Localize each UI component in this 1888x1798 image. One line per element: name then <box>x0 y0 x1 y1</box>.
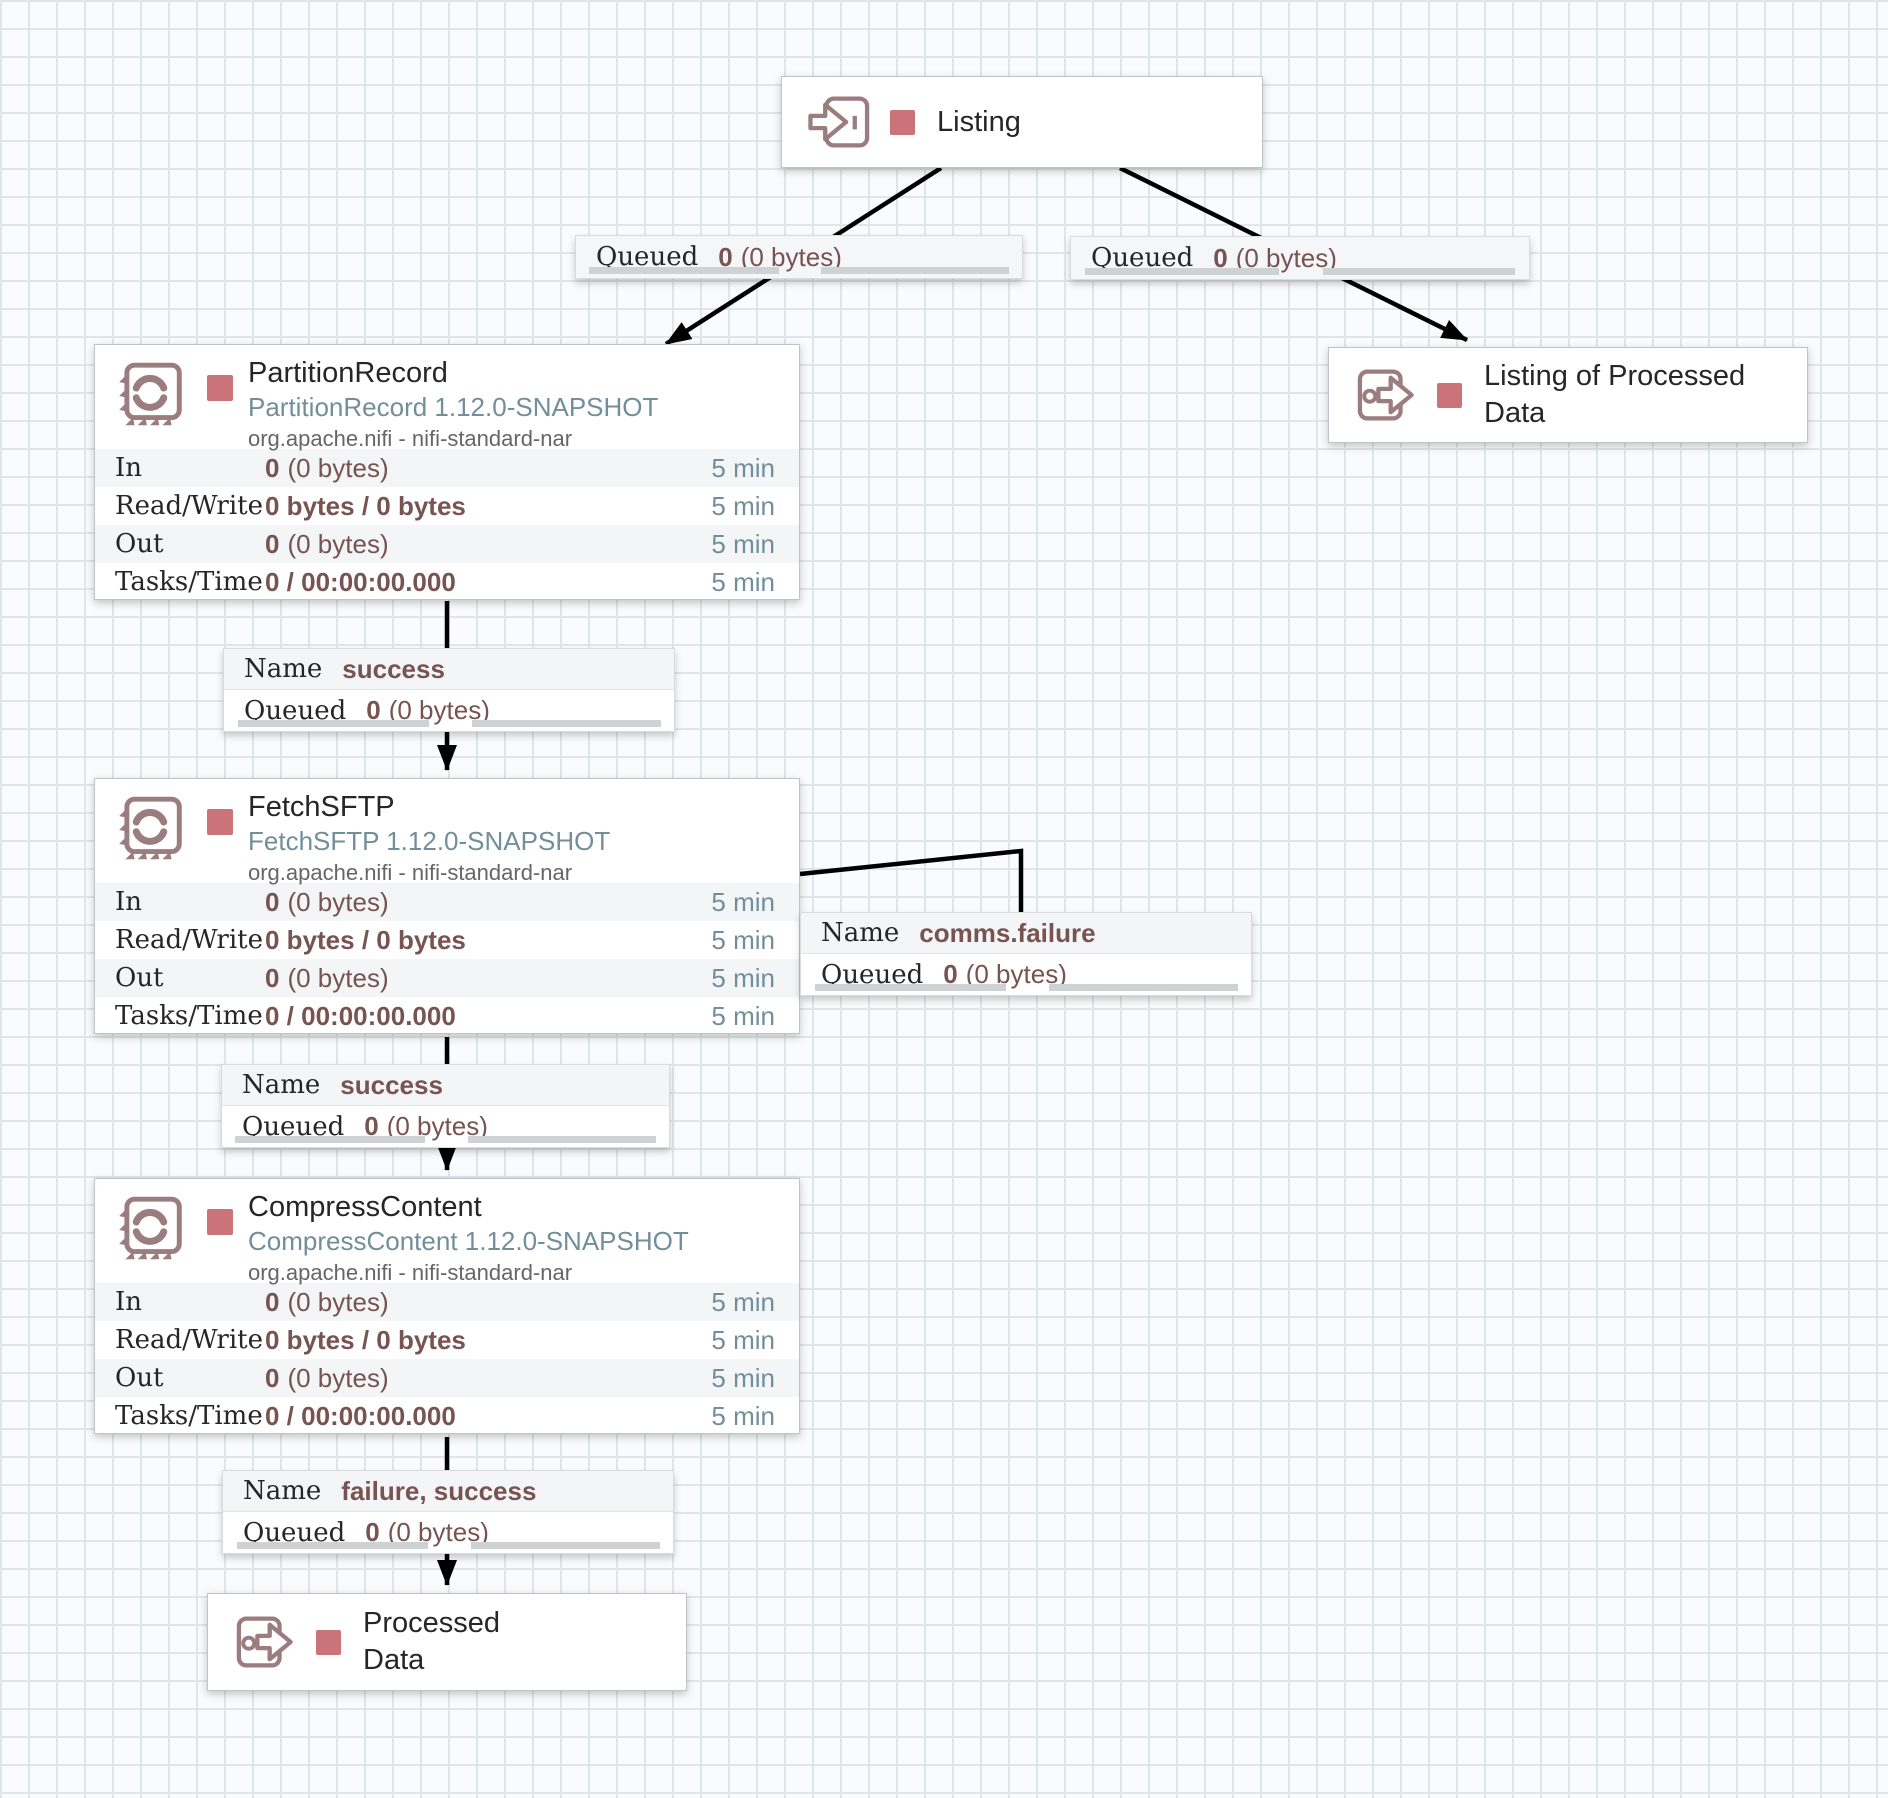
queued-count: 0 <box>364 1111 379 1141</box>
queue-count-bar <box>814 984 1006 991</box>
queued-count: 0 <box>1213 242 1228 273</box>
processor-icon <box>119 796 182 860</box>
connection-label-listing-to-partitionrecord[interactable]: Queued 0 (0 bytes) <box>575 235 1023 279</box>
connection-label-fetchsftp-to-compresscontent[interactable]: Name success Queued 0 (0 bytes) <box>221 1064 670 1148</box>
stat-row-in: In 0(0 bytes) 5 min <box>95 449 799 487</box>
queued-size: (0 bytes) <box>1235 242 1337 273</box>
processor-name: PartitionRecord <box>248 357 448 389</box>
processor-icon <box>119 362 182 426</box>
queue-size-bar <box>470 1542 660 1549</box>
processor-fetchsftp[interactable]: FetchSFTP FetchSFTP 1.12.0-SNAPSHOT org.… <box>94 778 800 1034</box>
relationship-name: comms.failure <box>919 917 1096 948</box>
processor-compresscontent[interactable]: CompressContent CompressContent 1.12.0-S… <box>94 1178 800 1434</box>
stopped-indicator <box>207 809 233 835</box>
queued-size: (0 bytes) <box>740 241 842 272</box>
stat-row-in: In 0(0 bytes) 5 min <box>95 883 799 921</box>
input-port-icon <box>808 96 870 148</box>
queue-count-bar <box>1084 268 1280 275</box>
processor-bundle: org.apache.nifi - nifi-standard-nar <box>248 1260 573 1285</box>
stat-row-in: In 0(0 bytes) 5 min <box>95 1283 799 1321</box>
stat-row-out: Out 0(0 bytes) 5 min <box>95 525 799 563</box>
connection-line-fetchsftp-selfloop[interactable] <box>799 848 1024 914</box>
output-port-processed-data[interactable]: Processed Data <box>207 1593 687 1691</box>
stopped-indicator <box>207 1209 233 1235</box>
connection-label-compresscontent-to-processed-data[interactable]: Name failure, success Queued 0 (0 bytes) <box>222 1470 674 1554</box>
processor-bundle: org.apache.nifi - nifi-standard-nar <box>248 426 573 451</box>
port-label: Processed Data <box>363 1607 501 1676</box>
name-label: Name <box>242 1070 321 1100</box>
processor-icon <box>119 1196 182 1260</box>
output-port-icon <box>1357 369 1414 421</box>
name-label: Name <box>244 654 323 684</box>
queue-count-bar <box>589 267 779 274</box>
output-port-listing-of-processed-data[interactable]: Listing of Processed Data <box>1328 347 1808 443</box>
connection-label-partitionrecord-to-fetchsftp[interactable]: Name success Queued 0 (0 bytes) <box>223 648 675 732</box>
processor-name: FetchSFTP <box>248 791 395 823</box>
relationship-name: success <box>342 653 445 684</box>
input-port-listing[interactable]: Listing <box>781 76 1263 168</box>
stat-row-out: Out 0(0 bytes) 5 min <box>95 959 799 997</box>
processor-type: CompressContent 1.12.0-SNAPSHOT <box>248 1226 689 1256</box>
queue-count-bar <box>237 720 429 727</box>
stopped-indicator <box>316 1629 341 1655</box>
name-label: Name <box>821 918 900 948</box>
stat-row-taskstime: Tasks/Time 0 / 00:00:00.000 5 min <box>115 1400 775 1432</box>
name-label: Name <box>243 1476 322 1506</box>
connection-label-listing-to-listing-of-processed-data[interactable]: Queued 0 (0 bytes) <box>1070 236 1530 280</box>
queue-size-bar <box>1048 984 1238 991</box>
queue-size-bar <box>821 267 1009 274</box>
queue-count-bar <box>236 1542 428 1549</box>
processor-type: FetchSFTP 1.12.0-SNAPSHOT <box>248 826 611 856</box>
stopped-indicator <box>1437 382 1462 408</box>
queue-size-bar <box>471 720 661 727</box>
queue-count-bar <box>235 1136 426 1143</box>
queue-size-bar <box>1322 268 1516 275</box>
port-label: Listing <box>937 105 1021 138</box>
processor-partitionrecord[interactable]: PartitionRecord PartitionRecord 1.12.0-S… <box>94 344 800 600</box>
stopped-indicator <box>207 375 233 401</box>
stat-row-taskstime: Tasks/Time 0 / 00:00:00.000 5 min <box>115 1000 775 1032</box>
stat-row-taskstime: Tasks/Time 0 / 00:00:00.000 5 min <box>115 566 775 598</box>
connection-label-fetchsftp-selfloop[interactable]: Name comms.failure Queued 0 (0 bytes) <box>800 912 1252 996</box>
port-label: Listing of Processed Data <box>1484 360 1746 429</box>
queued-count: 0 <box>365 1517 380 1547</box>
processor-name: CompressContent <box>248 1191 482 1223</box>
stat-row-out: Out 0(0 bytes) 5 min <box>95 1359 799 1397</box>
queue-size-bar <box>467 1136 656 1143</box>
output-port-icon <box>236 1616 293 1668</box>
stat-row-readwrite: Read/Write 0 bytes / 0 bytes 5 min <box>115 924 775 956</box>
stat-row-readwrite: Read/Write 0 bytes / 0 bytes 5 min <box>115 490 775 522</box>
processor-type: PartitionRecord 1.12.0-SNAPSHOT <box>248 392 659 422</box>
stat-row-readwrite: Read/Write 0 bytes / 0 bytes 5 min <box>115 1324 775 1356</box>
relationship-name: failure, success <box>341 1475 537 1506</box>
queued-count: 0 <box>366 695 381 725</box>
queued-count: 0 <box>718 241 733 272</box>
stopped-indicator <box>890 109 915 135</box>
relationship-name: success <box>340 1069 443 1100</box>
processor-bundle: org.apache.nifi - nifi-standard-nar <box>248 860 573 885</box>
queued-count: 0 <box>943 959 958 989</box>
